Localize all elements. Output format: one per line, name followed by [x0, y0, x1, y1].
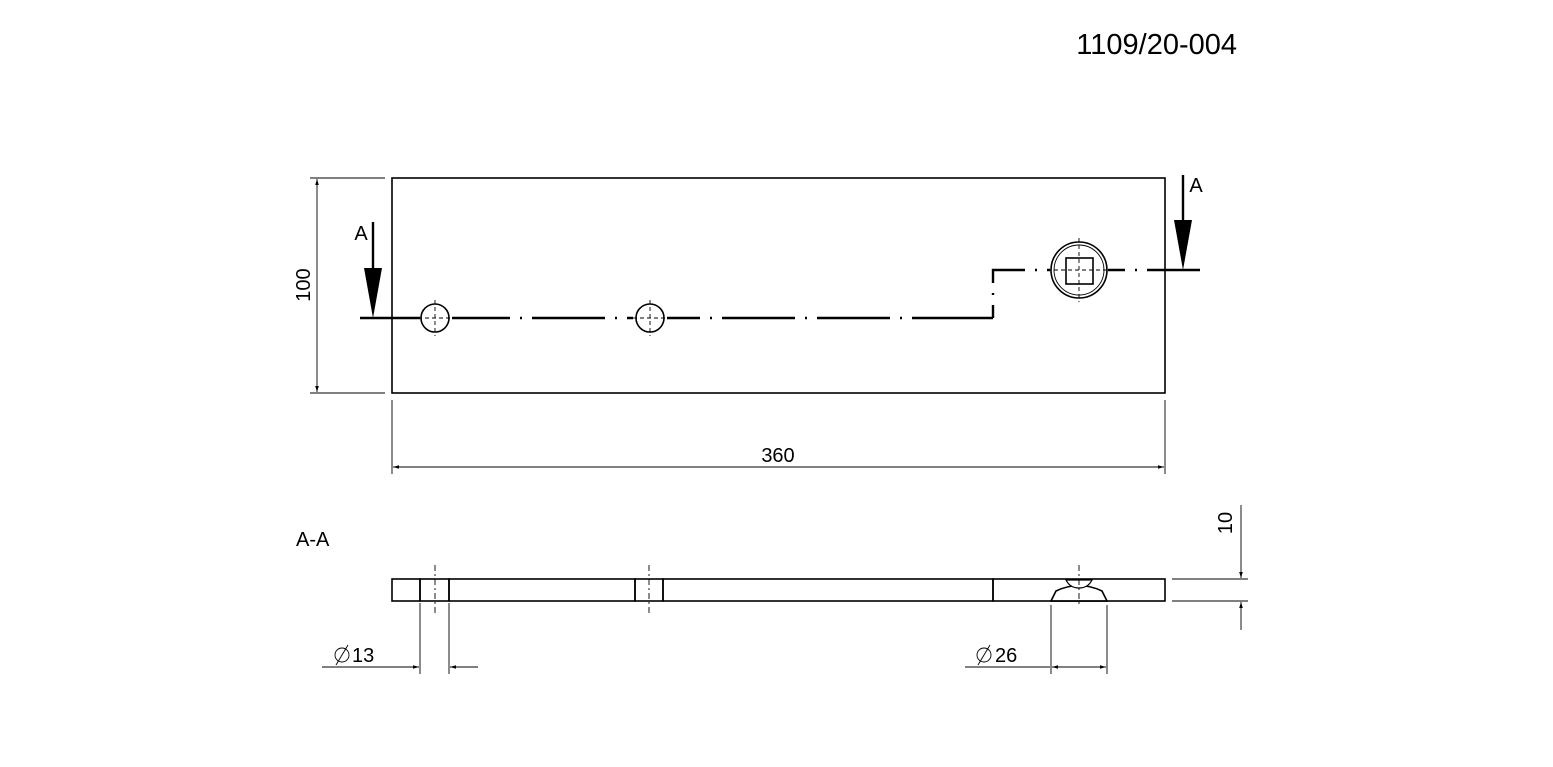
section-arrow-left: A [354, 222, 382, 318]
dimension-width-label: 360 [761, 445, 794, 467]
dimension-hole-small-label: 13 [352, 645, 374, 667]
dimension-height-label: 100 [293, 268, 315, 301]
diameter-icon [334, 644, 350, 666]
section-arrow-right: A [1174, 175, 1203, 270]
dimension-hole-large: 26 [965, 605, 1108, 674]
plan-view: A A 100 360 [293, 175, 1203, 474]
hole-small-1 [418, 300, 452, 336]
section-line [360, 268, 1200, 320]
dimension-thickness: 10 [1172, 505, 1248, 630]
section-view-label: A-A [296, 529, 330, 551]
drawing-number: 1109/20-004 [1076, 29, 1237, 61]
plate-outline [391, 177, 1166, 394]
diameter-icon [976, 644, 992, 666]
hole-large [1047, 238, 1111, 302]
section-marker-left: A [354, 223, 368, 245]
section-marker-right: A [1189, 175, 1203, 197]
dimension-width: 360 [391, 400, 1166, 474]
hole-small-2 [633, 300, 667, 336]
section-view: A-A 10 [296, 505, 1248, 674]
dimension-height: 100 [293, 177, 385, 394]
dimension-hole-large-label: 26 [995, 645, 1017, 667]
dimension-thickness-label: 10 [1215, 512, 1237, 534]
dimension-hole-small: 13 [322, 603, 478, 674]
